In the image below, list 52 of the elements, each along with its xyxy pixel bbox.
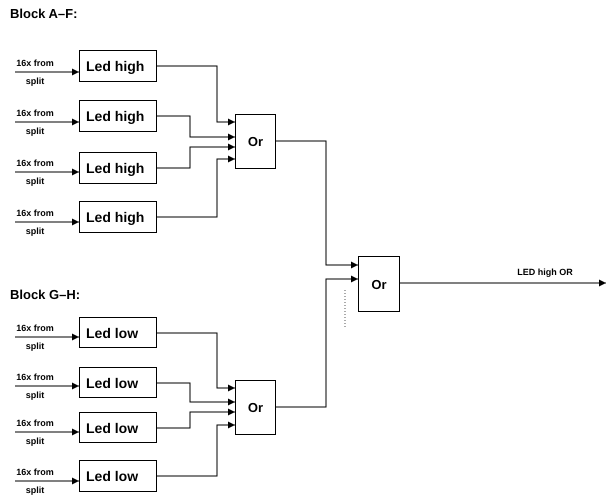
edge-label: 16x from split — [15, 371, 55, 402]
process-box — [79, 152, 157, 184]
edge-label: LED high OR — [516, 266, 574, 278]
box-label: Led high — [86, 160, 144, 176]
section-heading: Block G–H: — [10, 287, 80, 302]
section-heading: Block A–F: — [10, 6, 78, 21]
box-label: Led high — [86, 209, 144, 225]
box-label: Or — [248, 400, 264, 415]
box-label: Or — [248, 134, 264, 149]
arrow — [156, 156, 236, 218]
arrow — [14, 382, 80, 390]
edge-label: 16x from split — [15, 417, 55, 448]
box-label: Led high — [86, 108, 144, 124]
box-label: Led high — [86, 58, 144, 74]
arrow — [156, 116, 236, 140]
arrow — [14, 118, 80, 126]
arrow — [14, 168, 80, 176]
edge-label: 16x from split — [15, 322, 55, 353]
or-gate-box — [235, 114, 276, 169]
process-box — [79, 412, 157, 443]
or-gate-box — [358, 256, 400, 312]
arrow — [14, 218, 80, 226]
arrow — [14, 334, 80, 340]
box-label: Or — [371, 276, 387, 292]
box-label: Led low — [86, 324, 138, 340]
arrow — [156, 382, 236, 406]
arrow — [156, 422, 236, 476]
edge-label: 16x from split — [15, 157, 55, 188]
edge-label: 16x from split — [15, 107, 55, 138]
arrow — [14, 478, 80, 484]
arrow — [276, 276, 358, 408]
or-gate-box — [235, 380, 276, 435]
arrow — [400, 280, 606, 286]
arrow — [156, 66, 236, 126]
process-box — [79, 201, 157, 233]
process-box — [79, 367, 157, 398]
arrow — [156, 408, 236, 428]
arrow — [14, 428, 80, 436]
box-label: Led low — [86, 420, 138, 436]
arrow — [14, 68, 80, 76]
arrow — [156, 332, 236, 392]
process-box — [79, 317, 157, 348]
edge-label: 16x from split — [15, 207, 55, 238]
box-label: Led low — [86, 468, 138, 484]
edge-label: 16x from split — [15, 57, 55, 88]
arrow — [156, 144, 236, 168]
edge-label: 16x from split — [15, 466, 55, 497]
arrow — [276, 140, 358, 268]
box-label: Led low — [86, 374, 138, 390]
process-box — [79, 100, 157, 132]
process-box — [79, 460, 157, 492]
process-box — [79, 50, 157, 82]
